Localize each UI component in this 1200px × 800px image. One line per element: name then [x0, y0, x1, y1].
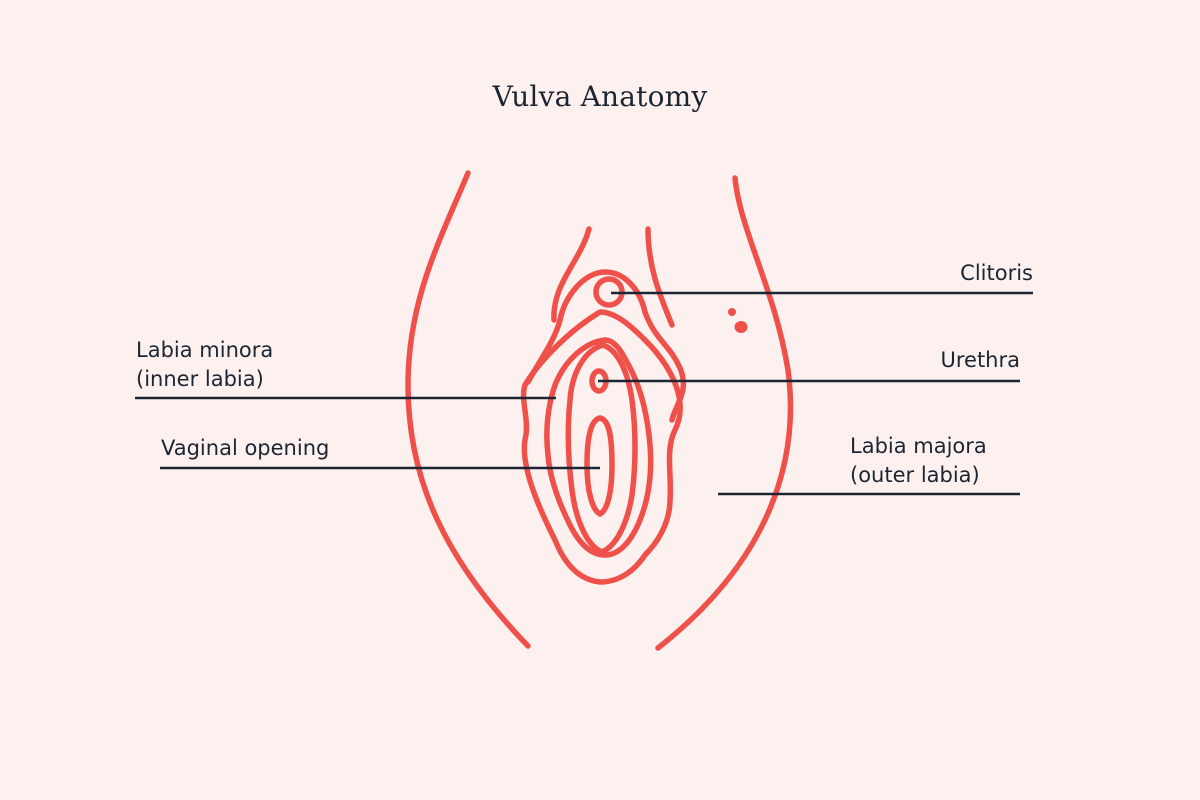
vaginal-opening-shape	[584, 415, 615, 517]
clitoral-hood-outline	[557, 269, 687, 423]
right-thigh-outline	[655, 175, 794, 651]
labia-minora-label: Labia minora (inner labia)	[136, 336, 273, 394]
mons-right-stroke	[645, 226, 675, 328]
clitoris-label: Clitoris	[960, 259, 1033, 288]
labia-majora-label-line1: Labia majora	[850, 434, 987, 458]
urethra-label-text: Urethra	[940, 348, 1020, 372]
labia-majora-label-line2: (outer labia)	[850, 463, 980, 487]
page-title: Vulva Anatomy	[492, 80, 708, 113]
labia-minora-outline	[544, 337, 654, 558]
urethra-label: Urethra	[940, 346, 1020, 375]
left-thigh-outline	[405, 170, 531, 649]
vaginal-opening-label: Vaginal opening	[161, 434, 329, 463]
labia-majora-label: Labia majora (outer labia)	[850, 432, 987, 490]
labia-minora-label-line1: Labia minora	[136, 338, 274, 362]
labia-minora-label-line2: (inner labia)	[136, 367, 264, 391]
hood-inner-left	[525, 317, 563, 385]
clitoris-label-text: Clitoris	[960, 261, 1033, 285]
vaginal-opening-label-text: Vaginal opening	[161, 436, 330, 460]
labia-minora-inner-fold	[565, 342, 638, 555]
freckle-small	[728, 308, 736, 316]
mons-left-stroke	[551, 226, 592, 323]
labia-majora-outline	[520, 309, 683, 585]
freckle-large	[734, 321, 748, 333]
